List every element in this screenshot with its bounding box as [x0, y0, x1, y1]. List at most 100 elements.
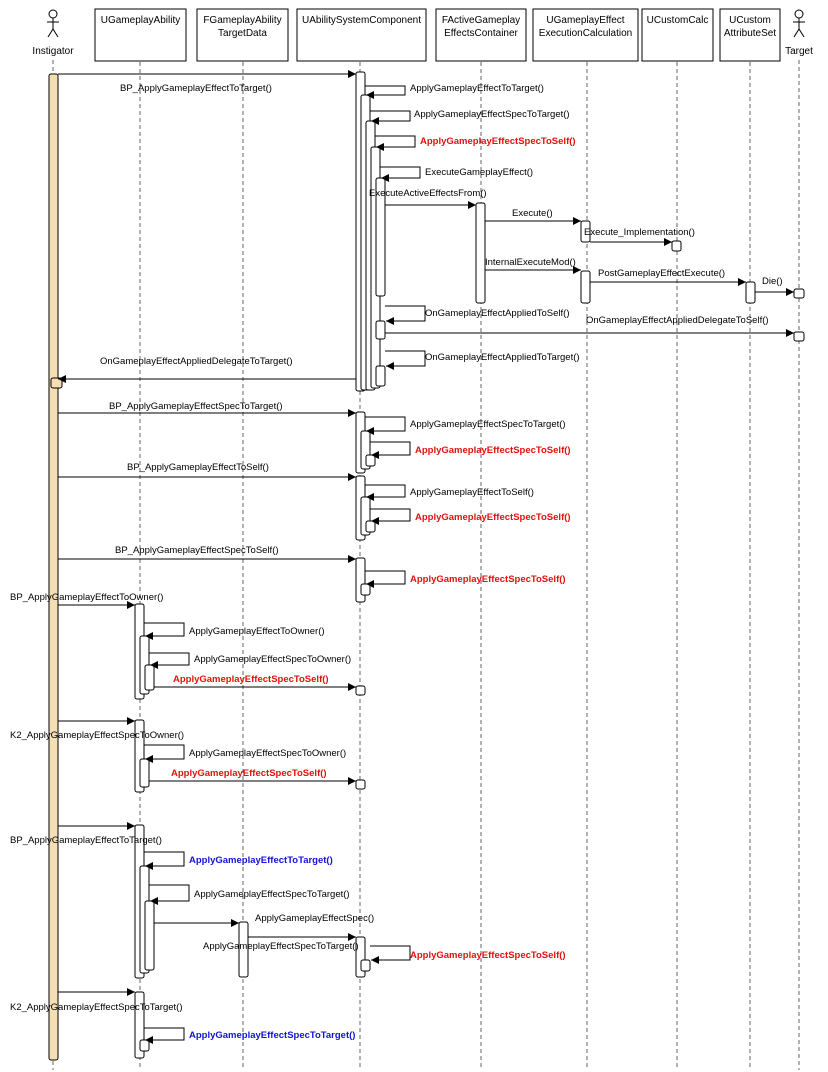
activation-bar-ability: [139, 1039, 150, 1052]
message-30: BP_ApplyGameplayEffectToTarget(): [10, 822, 162, 846]
message-label: ApplyGameplayEffectSpecToTarget(): [189, 1030, 355, 1041]
message-37: ApplyGameplayEffectSpecToTarget(): [144, 1027, 355, 1044]
message-label: OnGameplayEffectAppliedToSelf(): [425, 308, 570, 319]
message-label: ApplyGameplayEffectToTarget(): [410, 83, 544, 94]
message-27: K2_ApplyGameplayEffectSpecToOwner(): [10, 717, 184, 741]
message-24: ApplyGameplayEffectToOwner(): [144, 622, 325, 640]
asc-header-box: [296, 8, 427, 62]
self-call-arrow: [370, 945, 411, 964]
message-label: K2_ApplyGameplayEffectSpecToTarget(): [10, 1002, 183, 1013]
container-header-label: FActiveGameplay: [442, 15, 520, 26]
self-call-arrow: [365, 85, 406, 99]
self-call-arrow: [365, 570, 406, 588]
self-call-arrow: [144, 1027, 185, 1044]
target-actor-icon: [793, 9, 805, 38]
targetdata-header-box: [196, 8, 289, 62]
self-call-arrow: [365, 416, 406, 435]
activation-bar-ability: [144, 900, 155, 971]
activation-bar-asc: [360, 583, 371, 596]
message-label: Die(): [762, 276, 783, 287]
actor-leg-right: [52, 28, 59, 38]
activation-bar-customcalc: [671, 240, 682, 252]
message-23: BP_ApplyGameplayEffectToOwner(): [10, 592, 163, 609]
actor-head: [48, 9, 58, 19]
message-label: BP_ApplyGameplayEffectSpecToTarget(): [109, 401, 283, 412]
message-16: ApplyGameplayEffectSpecToTarget(): [365, 416, 566, 435]
message-12: OnGameplayEffectAppliedDelegateToSelf(): [385, 315, 794, 337]
message-0: BP_ApplyGameplayEffectToTarget(): [58, 70, 356, 94]
ability-header-box: [94, 8, 187, 62]
message-label: BP_ApplyGameplayEffectToTarget(): [10, 835, 162, 846]
message-label: ApplyGameplayEffectSpecToOwner(): [194, 654, 351, 665]
execcalc-header-box: [532, 8, 639, 62]
message-26: ApplyGameplayEffectSpecToSelf(): [154, 674, 356, 691]
self-call-arrow: [370, 110, 411, 125]
message-label: Execute(): [512, 208, 553, 219]
message-label: OnGameplayEffectAppliedToTarget(): [425, 352, 580, 363]
activation-bar-asc: [355, 685, 366, 696]
message-label: ApplyGameplayEffectSpecToOwner(): [189, 748, 346, 759]
message-8: InternalExecuteMod(): [485, 257, 581, 274]
customcalc-header-label: UCustomCalc: [647, 15, 709, 26]
message-label: ApplyGameplayEffectSpecToSelf(): [171, 768, 327, 779]
message-label: BP_ApplyGameplayEffectToTarget(): [120, 83, 272, 94]
activation-bar-targetdata: [238, 921, 249, 978]
self-call-arrow: [144, 622, 185, 640]
message-label: ApplyGameplayEffectSpecToTarget(): [194, 889, 350, 900]
activation-bar-execcalc: [580, 220, 591, 243]
instigator-actor-icon: [47, 9, 59, 38]
message-label: OnGameplayEffectAppliedDelegateToSelf(): [586, 315, 769, 326]
execcalc-header-label: UGameplayEffect: [546, 15, 624, 26]
actor-head: [794, 9, 804, 19]
activation-bar-ability: [139, 758, 150, 788]
activation-bar-attrset: [745, 281, 756, 304]
customcalc-header-box: [641, 8, 714, 62]
message-7: Execute_Implementation(): [584, 227, 695, 246]
message-label: ApplyGameplayEffectToTarget(): [189, 855, 333, 866]
message-35: ApplyGameplayEffectSpecToSelf(): [370, 945, 566, 964]
activation-bar-container: [475, 202, 486, 304]
self-call-arrow: [385, 350, 426, 370]
message-36: K2_ApplyGameplayEffectSpecToTarget(): [10, 988, 183, 1013]
activation-bar-execcalc: [580, 270, 591, 304]
self-call-arrow: [149, 652, 190, 669]
activation-bar-ability: [144, 664, 155, 691]
message-label: BP_ApplyGameplayEffectToSelf(): [127, 462, 269, 473]
actor-leg-left: [793, 28, 800, 38]
message-label: ApplyGameplayEffectSpecToSelf(): [173, 674, 329, 685]
activation-bar-asc: [355, 779, 366, 790]
message-label: PostGameplayEffectExecute(): [598, 268, 725, 279]
message-label: ApplyGameplayEffectToOwner(): [189, 626, 325, 637]
activation-bar-asc: [375, 365, 386, 387]
activation-bar-asc: [365, 520, 376, 533]
activation-bar-asc: [375, 177, 386, 297]
message-29: ApplyGameplayEffectSpecToSelf(): [149, 768, 356, 785]
message-6: Execute(): [485, 208, 581, 225]
targetdata-header-label: TargetData: [218, 28, 267, 39]
execcalc-header-label: ExecutionCalculation: [539, 28, 632, 39]
message-label: ApplyGameplayEffectSpecToTarget(): [410, 419, 566, 430]
message-21: BP_ApplyGameplayEffectSpecToSelf(): [58, 545, 356, 563]
message-label: ApplyGameplayEffectSpecToSelf(): [420, 136, 576, 147]
message-label: Execute_Implementation(): [584, 227, 695, 238]
self-call-arrow: [380, 166, 421, 182]
message-28: ApplyGameplayEffectSpecToOwner(): [144, 744, 346, 763]
message-label: ApplyGameplayEffectSpecToSelf(): [415, 445, 571, 456]
message-33: ApplyGameplayEffectSpec(): [154, 913, 374, 927]
target-label: Target: [785, 46, 813, 57]
message-34: ApplyGameplayEffectSpecToTarget(): [203, 933, 359, 952]
activation-bar-asc: [365, 454, 376, 467]
message-5: ExecuteActiveEffectsFrom(): [369, 188, 487, 209]
message-3: ApplyGameplayEffectSpecToSelf(): [375, 135, 576, 151]
ability-header-label: UGameplayAbility: [101, 15, 180, 26]
message-15: BP_ApplyGameplayEffectSpecToTarget(): [58, 401, 356, 417]
instigator-label: Instigator: [32, 46, 74, 57]
activation-bar-target: [793, 288, 805, 299]
message-9: PostGameplayEffectExecute(): [590, 268, 746, 286]
container-header-label: EffectsContainer: [444, 28, 518, 39]
actor-leg-left: [47, 28, 54, 38]
self-call-arrow: [375, 135, 416, 151]
message-4: ExecuteGameplayEffect(): [380, 166, 533, 182]
message-17: ApplyGameplayEffectSpecToSelf(): [370, 441, 571, 459]
message-25: ApplyGameplayEffectSpecToOwner(): [149, 652, 351, 669]
